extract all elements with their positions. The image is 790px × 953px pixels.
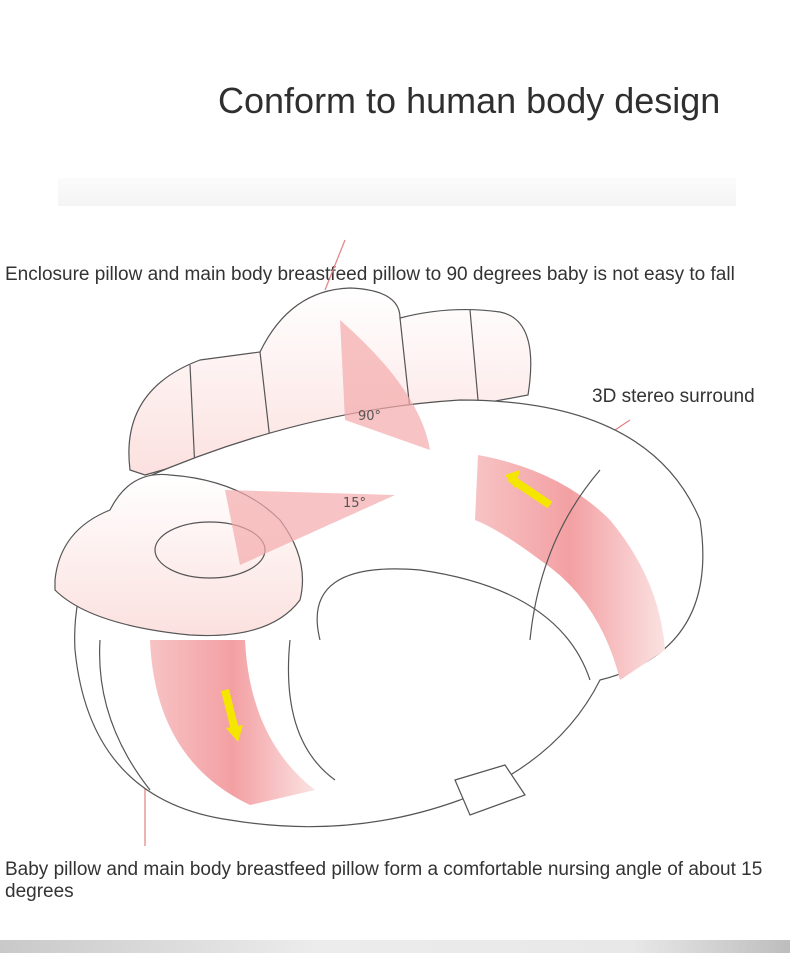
- angle-label-90: 90°: [358, 409, 381, 424]
- arrow-surround-icon: [507, 474, 553, 509]
- strap-buckle: [454, 764, 526, 816]
- arrow-down-icon: [221, 689, 239, 731]
- header-divider-band: [58, 178, 736, 206]
- caption-enclosure: Enclosure pillow and main body breastfee…: [5, 264, 735, 285]
- nursing-pillow-illustration: 90° 15°: [54, 239, 704, 846]
- surround-highlight: [475, 455, 665, 680]
- angle-wedge-90: [340, 320, 430, 450]
- caption-baby-pillow: Baby pillow and main body breastfeed pil…: [5, 859, 763, 902]
- bottom-divider: [0, 940, 790, 953]
- caption-surround: 3D stereo surround: [592, 386, 755, 407]
- leader-line-enclosure: [324, 239, 346, 291]
- angle-label-15: 15°: [343, 496, 366, 511]
- page-title: Conform to human body design: [218, 80, 721, 121]
- angle-wedge-15: [225, 490, 395, 565]
